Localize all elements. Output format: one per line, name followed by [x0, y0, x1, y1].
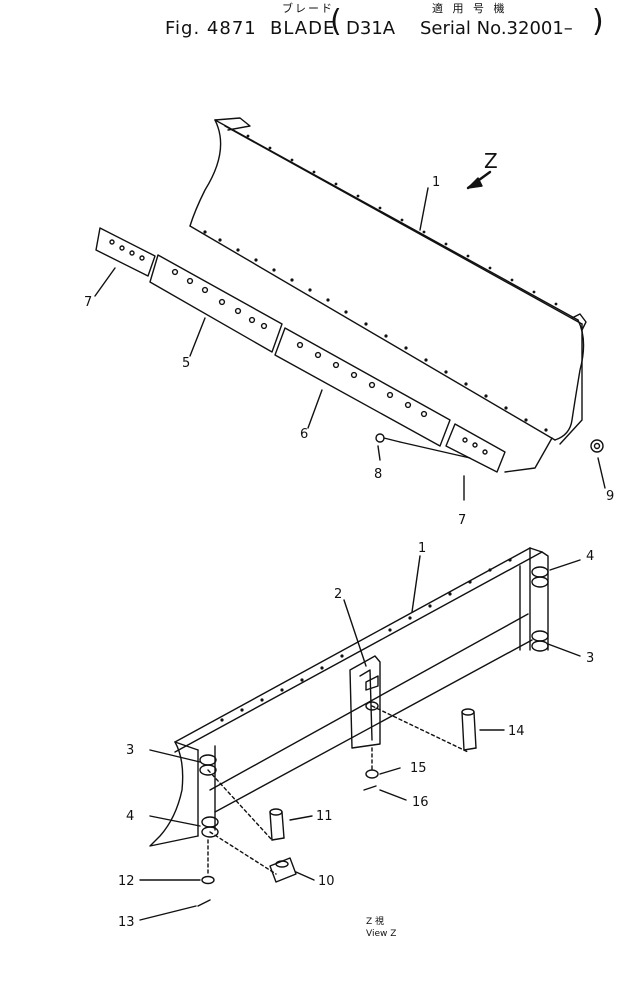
center-bracket-2	[349, 655, 381, 749]
lower-blade-holes	[220, 558, 512, 722]
model-label: D31A	[346, 18, 396, 39]
callout-4-right: 4	[586, 549, 594, 564]
pin-11	[269, 808, 285, 841]
lower-blade-frame	[149, 547, 549, 847]
left-brackets	[199, 754, 219, 838]
callout-5: 5	[182, 356, 190, 371]
blade-title: BLADE	[270, 18, 336, 39]
upper-blade-bolt-holes	[203, 134, 558, 432]
callout-1-top: 1	[432, 175, 440, 190]
end-bit-left	[95, 227, 156, 277]
figure-number: Fig. 4871	[165, 18, 257, 39]
callout-9: 9	[606, 489, 614, 504]
blade-kana-label: ブレード	[282, 2, 334, 15]
callout-10: 10	[318, 874, 335, 889]
callout-15: 15	[410, 761, 427, 776]
serial-label: Serial No.32001–	[420, 18, 573, 39]
paren-close: )	[592, 4, 604, 39]
bolt-8	[375, 433, 471, 459]
view-z-jp: Z 視	[366, 915, 384, 927]
view-z-en: View Z	[366, 929, 396, 939]
callout-6: 6	[300, 427, 308, 442]
clevis-10	[269, 857, 297, 883]
z-arrow-label: Z	[484, 149, 498, 173]
callout-3-left: 3	[126, 743, 134, 758]
cotter-pin-13	[197, 899, 211, 907]
callout-11: 11	[316, 809, 333, 824]
nut-9	[590, 439, 604, 453]
paren-open: (	[330, 4, 342, 39]
applicable-jp-label: 適 用 号 機	[432, 2, 508, 15]
callout-12: 12	[118, 874, 135, 889]
callout-4-left: 4	[126, 809, 134, 824]
washer-15	[365, 769, 379, 779]
callout-7-bottom: 7	[458, 513, 466, 528]
callout-14: 14	[508, 724, 525, 739]
callout-2: 2	[334, 587, 342, 602]
callout-8: 8	[374, 467, 382, 482]
callout-3-right: 3	[586, 651, 594, 666]
cotter-pin-16	[363, 785, 377, 791]
washer-12	[201, 875, 215, 885]
callout-13: 13	[118, 915, 135, 930]
pin-14	[461, 708, 477, 751]
right-brackets	[531, 566, 549, 652]
cutting-edge-6	[274, 327, 451, 447]
z-view-arrow	[466, 170, 492, 190]
callout-7-left: 7	[84, 295, 92, 310]
cutting-edge-5	[149, 254, 283, 353]
end-bit-right	[445, 423, 506, 473]
callout-16: 16	[412, 795, 429, 810]
callout-1-lower: 1	[418, 541, 426, 556]
upper-blade-moldboard	[189, 117, 587, 445]
